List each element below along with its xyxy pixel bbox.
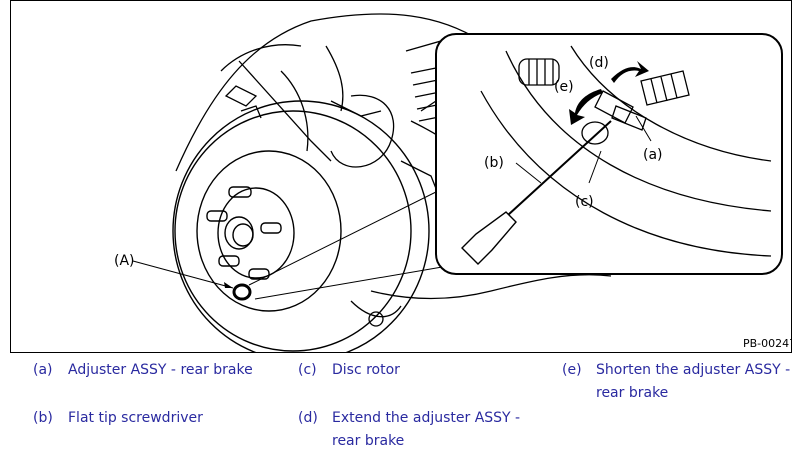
label-A-leader bbox=[132, 260, 234, 289]
legend-key-c: (c) bbox=[298, 362, 317, 378]
legend-key-d: (d) bbox=[298, 410, 318, 426]
zoom-lines bbox=[248, 185, 449, 300]
extend-arrow bbox=[611, 61, 649, 83]
legend-key-b: (b) bbox=[33, 410, 53, 426]
suspension-background bbox=[175, 13, 612, 327]
label-A: (A) bbox=[114, 253, 135, 269]
legend-key-a: (a) bbox=[33, 362, 53, 378]
figure-id: PB-00247 bbox=[743, 337, 792, 350]
illustration-svg: (A) (a) (b) (c) (d) (e) PB-00247 bbox=[114, 13, 792, 352]
callout-d: (d) bbox=[589, 55, 609, 71]
legend-text-b: Flat tip screwdriver bbox=[68, 410, 203, 426]
detail-inset-frame bbox=[435, 33, 783, 275]
adjuster-location-marker bbox=[232, 283, 252, 301]
callout-e: (e) bbox=[554, 79, 574, 95]
callout-b: (b) bbox=[484, 155, 504, 171]
callout-leaders bbox=[515, 115, 652, 184]
legend-key-e: (e) bbox=[562, 362, 582, 378]
callout-c: (c) bbox=[575, 194, 594, 210]
legend-text-c: Disc rotor bbox=[332, 362, 400, 378]
detail-inset-drawing bbox=[480, 45, 772, 257]
callout-a: (a) bbox=[643, 147, 663, 163]
label-A-arrowhead bbox=[224, 282, 233, 288]
shorten-arrow bbox=[569, 89, 603, 125]
brake-adjuster-illustration: (A) (a) (b) (c) (d) (e) PB-00247 bbox=[10, 0, 792, 353]
legend-text-e: Shorten the adjuster ASSY - rear brake bbox=[596, 362, 791, 401]
disc-rotor-drawing bbox=[172, 100, 430, 352]
legend-text-d: Extend the adjuster ASSY - rear brake bbox=[332, 410, 521, 449]
screwdriver-handle bbox=[461, 211, 517, 265]
legend-text-a: Adjuster ASSY - rear brake bbox=[68, 362, 253, 378]
